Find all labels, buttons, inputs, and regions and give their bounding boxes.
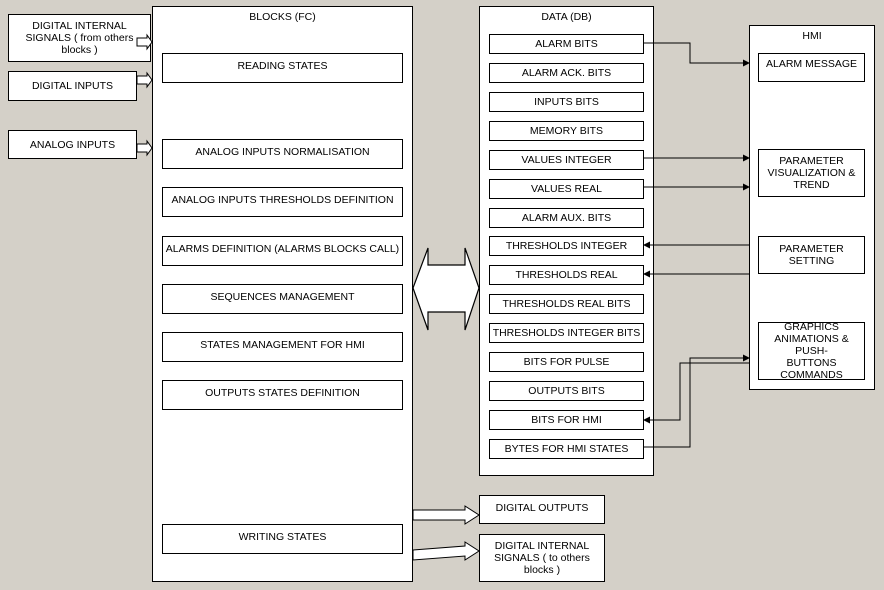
digital-internal-signals-input-box: DIGITAL INTERNAL SIGNALS ( from others b… — [8, 14, 151, 62]
hmi-item-label: ALARM MESSAGE — [765, 58, 858, 70]
db-thresholds-real: THRESHOLDS REAL — [489, 265, 644, 285]
block-analog-thresholds: ANALOG INPUTS THRESHOLDS DEFINITION — [162, 187, 403, 217]
db-item-label: MEMORY BITS — [529, 125, 604, 137]
hmi-alarm-message: ALARM MESSAGE — [758, 53, 865, 82]
block-label: READING STATES — [237, 60, 328, 72]
hmi-parameter-setting: PARAMETER SETTING — [758, 236, 865, 274]
blocks-fc-title: BLOCKS (FC) — [249, 11, 316, 23]
db-bytes-for-hmi-states: BYTES FOR HMI STATES — [489, 439, 644, 459]
db-item-label: THRESHOLDS INTEGER — [505, 240, 628, 252]
output-arrow-digital — [412, 505, 480, 525]
block-reading-states: READING STATES — [162, 53, 403, 83]
hmi-graphics-commands: GRAPHICS ANIMATIONS & PUSH-BUTTONS COMMA… — [758, 321, 865, 381]
db-item-label: VALUES REAL — [530, 183, 602, 195]
db-thresholds-integer: THRESHOLDS INTEGER — [489, 236, 644, 256]
block-label: ANALOG INPUTS THRESHOLDS DEFINITION — [171, 194, 394, 206]
digital-internal-signals-output-label: DIGITAL INTERNAL SIGNALS ( to others blo… — [494, 540, 590, 576]
digital-inputs-label: DIGITAL INPUTS — [31, 80, 114, 92]
db-inputs-bits: INPUTS BITS — [489, 92, 644, 112]
db-item-label: ALARM BITS — [535, 38, 598, 50]
block-label: WRITING STATES — [238, 531, 327, 543]
db-item-label: BITS FOR PULSE — [523, 356, 610, 368]
block-alarms-definition: ALARMS DEFINITION (ALARMS BLOCKS CALL) — [162, 236, 403, 266]
db-item-label: OUTPUTS BITS — [528, 385, 605, 397]
block-label: SEQUENCES MANAGEMENT — [210, 291, 355, 303]
block-analog-normalisation: ANALOG INPUTS NORMALISATION — [162, 139, 403, 169]
db-item-label: VALUES INTEGER — [521, 154, 612, 166]
arrow-alarm-bits-to-message — [644, 42, 750, 67]
digital-internal-signals-output-box: DIGITAL INTERNAL SIGNALS ( to others blo… — [479, 534, 605, 582]
db-outputs-bits: OUTPUTS BITS — [489, 381, 644, 401]
input-arrow-analog — [136, 139, 153, 157]
output-arrow-digital-internal — [412, 541, 480, 561]
hmi-item-label: GRAPHICS ANIMATIONS & PUSH-BUTTONS COMMA… — [774, 321, 849, 381]
db-thresholds-integer-bits: THRESHOLDS INTEGER BITS — [489, 323, 644, 343]
block-states-management-hmi: STATES MANAGEMENT FOR HMI — [162, 332, 403, 362]
db-thresholds-real-bits: THRESHOLDS REAL BITS — [489, 294, 644, 314]
blocks-data-double-arrow — [412, 247, 480, 331]
block-outputs-states: OUTPUTS STATES DEFINITION — [162, 380, 403, 410]
block-label: ALARMS DEFINITION (ALARMS BLOCKS CALL) — [165, 243, 400, 255]
db-bits-for-hmi: BITS FOR HMI — [489, 410, 644, 430]
db-values-integer: VALUES INTEGER — [489, 150, 644, 170]
analog-inputs-label: ANALOG INPUTS — [29, 138, 116, 151]
db-item-label: ALARM AUX. BITS — [521, 212, 612, 224]
db-alarm-bits: ALARM BITS — [489, 34, 644, 54]
db-item-label: ALARM ACK. BITS — [521, 67, 612, 79]
digital-internal-signals-input-label: DIGITAL INTERNAL SIGNALS ( from others b… — [25, 20, 134, 56]
analog-inputs-box: ANALOG INPUTS — [8, 130, 137, 159]
data-db-title: DATA (DB) — [541, 11, 592, 23]
db-item-label: INPUTS BITS — [534, 96, 599, 108]
block-label: ANALOG INPUTS NORMALISATION — [195, 146, 370, 158]
block-label: STATES MANAGEMENT FOR HMI — [200, 339, 365, 351]
db-bits-for-pulse: BITS FOR PULSE — [489, 352, 644, 372]
db-values-real: VALUES REAL — [489, 179, 644, 199]
db-item-label: THRESHOLDS REAL — [515, 269, 618, 281]
db-item-label: BITS FOR HMI — [531, 414, 602, 426]
arrow-bytes-hmi-to-graphics — [644, 354, 750, 448]
db-memory-bits: MEMORY BITS — [489, 121, 644, 141]
db-item-label: THRESHOLDS INTEGER BITS — [492, 327, 641, 339]
db-alarm-aux-bits: ALARM AUX. BITS — [489, 208, 644, 228]
hmi-title: HMI — [802, 30, 822, 42]
digital-inputs-box: DIGITAL INPUTS — [8, 71, 137, 101]
digital-outputs-label: DIGITAL OUTPUTS — [495, 502, 589, 514]
hmi-parameter-visualization: PARAMETER VISUALIZATION & TREND — [758, 149, 865, 197]
block-label: OUTPUTS STATES DEFINITION — [205, 387, 360, 399]
arrow-graphics-to-bits-for-hmi — [643, 362, 749, 424]
hmi-item-label: PARAMETER VISUALIZATION & TREND — [767, 155, 856, 191]
db-alarm-ack-bits: ALARM ACK. BITS — [489, 63, 644, 83]
digital-outputs-box: DIGITAL OUTPUTS — [479, 495, 605, 524]
block-writing-states: WRITING STATES — [162, 524, 403, 554]
db-item-label: BYTES FOR HMI STATES — [504, 443, 629, 455]
block-sequences-management: SEQUENCES MANAGEMENT — [162, 284, 403, 314]
hmi-item-label: PARAMETER SETTING — [779, 243, 844, 267]
input-arrow-digital — [136, 71, 153, 89]
db-item-label: THRESHOLDS REAL BITS — [502, 298, 631, 310]
